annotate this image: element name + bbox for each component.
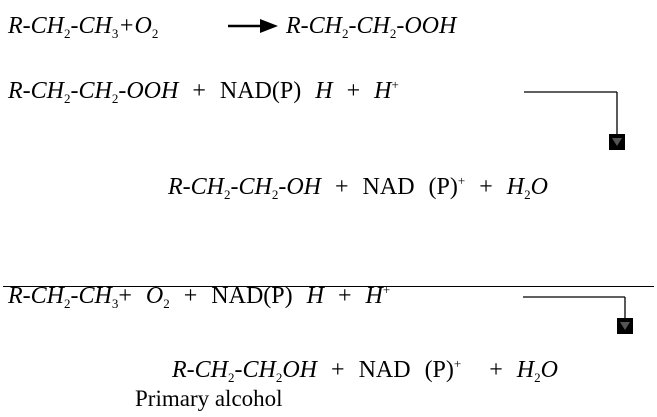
p2-a: R-CH (168, 174, 224, 200)
p3-a: R-CH (172, 357, 228, 383)
eq3-a: R-CH (8, 283, 64, 309)
eq2-nad: NAD(P) (219, 78, 302, 104)
p3-water-sub: 2 (534, 370, 541, 385)
p3-plus-1: + (331, 357, 345, 383)
eq3-o2-sub: 2 (163, 296, 170, 311)
equation-1-product: R-CH2-CH2-OOH (286, 12, 456, 40)
p2-nad-sup: + (457, 173, 466, 188)
eq3-plus-0: + (118, 283, 132, 309)
eq2-c: -OOH (118, 78, 179, 104)
arrow-eq1 (228, 19, 278, 33)
p2-water-sub: 2 (524, 187, 531, 202)
p3-b: -CH (234, 357, 276, 383)
connector-eq2 (524, 91, 625, 150)
eq1-product-b: -CH (348, 13, 390, 39)
eq2-b: -CH (70, 78, 112, 104)
p2-nad-p: (P) (428, 174, 458, 200)
eq1-reactant-b: -CH (70, 13, 112, 39)
p3-nad-sup: + (453, 356, 462, 371)
p3-water-b: O (540, 357, 558, 383)
equation-1: R-CH2-CH3+O2 (8, 12, 158, 40)
eq1-product: R-CH (286, 13, 342, 39)
equation-3: R-CH2-CH3+O2+NAD(P)H+H+ (8, 282, 390, 310)
eq3-plus-1: + (183, 283, 198, 309)
eq2-h: H (315, 78, 333, 104)
eq1-sub: 2 (64, 26, 71, 41)
equation-2: R-CH2-CH2-OOH+NAD(P)H+H+ (8, 77, 399, 105)
eq2-hplus: H (374, 78, 392, 104)
connector-eq3 (523, 296, 633, 334)
p2-water-b: O (530, 174, 548, 200)
eq2-b-sub: 2 (111, 91, 119, 106)
eq2-a-sub: 2 (64, 91, 71, 106)
eq3-nad: NAD(P) (211, 283, 293, 309)
eq3-hplus-sup: + (382, 282, 391, 297)
p3-water: H (516, 357, 535, 383)
eq1-oxygen-sub: 2 (151, 26, 159, 41)
eq3-o2: O (145, 283, 164, 309)
p3-b-sub: 2 (275, 370, 283, 385)
p2-nad: NAD (362, 174, 415, 200)
eq3-b: -CH (70, 283, 112, 309)
p2-water: H (506, 174, 525, 200)
eq3-b-sub: 3 (111, 296, 119, 311)
p3-nad: NAD (358, 357, 411, 383)
product-2: R-CH2-CH2-OH+NAD(P)++H2O (168, 173, 548, 201)
eq2-hplus-sup: + (391, 77, 399, 92)
product-3: R-CH2-CH2OH+NAD(P)++H2O (172, 356, 558, 384)
eq1-reactant: R-CH (8, 13, 64, 39)
eq2-plus-2: + (346, 78, 361, 104)
eq2-a: R-CH (8, 78, 64, 104)
eq2-plus-1: + (192, 78, 206, 104)
p3-c: OH (282, 357, 318, 383)
p3-plus-2: + (489, 357, 503, 383)
p2-c: -OH (278, 174, 321, 200)
p2-b-sub: 2 (271, 187, 279, 202)
p2-a-sub: 2 (224, 187, 231, 202)
eq1-sub-b: 3 (111, 26, 119, 41)
eq3-a-sub: 2 (64, 296, 71, 311)
caption-primary-alcohol: Primary alcohol (135, 386, 283, 411)
eq3-plus-2: + (337, 283, 352, 309)
eq1-oxygen: +O (118, 13, 152, 39)
p2-b: -CH (230, 174, 272, 200)
eq1-product-c: -OOH (396, 13, 457, 39)
eq3-hplus: H (365, 283, 383, 309)
eq3-h: H (306, 283, 324, 309)
p3-a-sub: 2 (228, 370, 235, 385)
eq1-product-sub: 2 (342, 26, 349, 41)
divider-line (3, 286, 654, 287)
eq1-product-b-sub: 2 (389, 26, 397, 41)
p2-plus-1: + (335, 174, 349, 200)
p3-nad-p: (P) (424, 357, 454, 383)
p2-plus-2: + (479, 174, 493, 200)
